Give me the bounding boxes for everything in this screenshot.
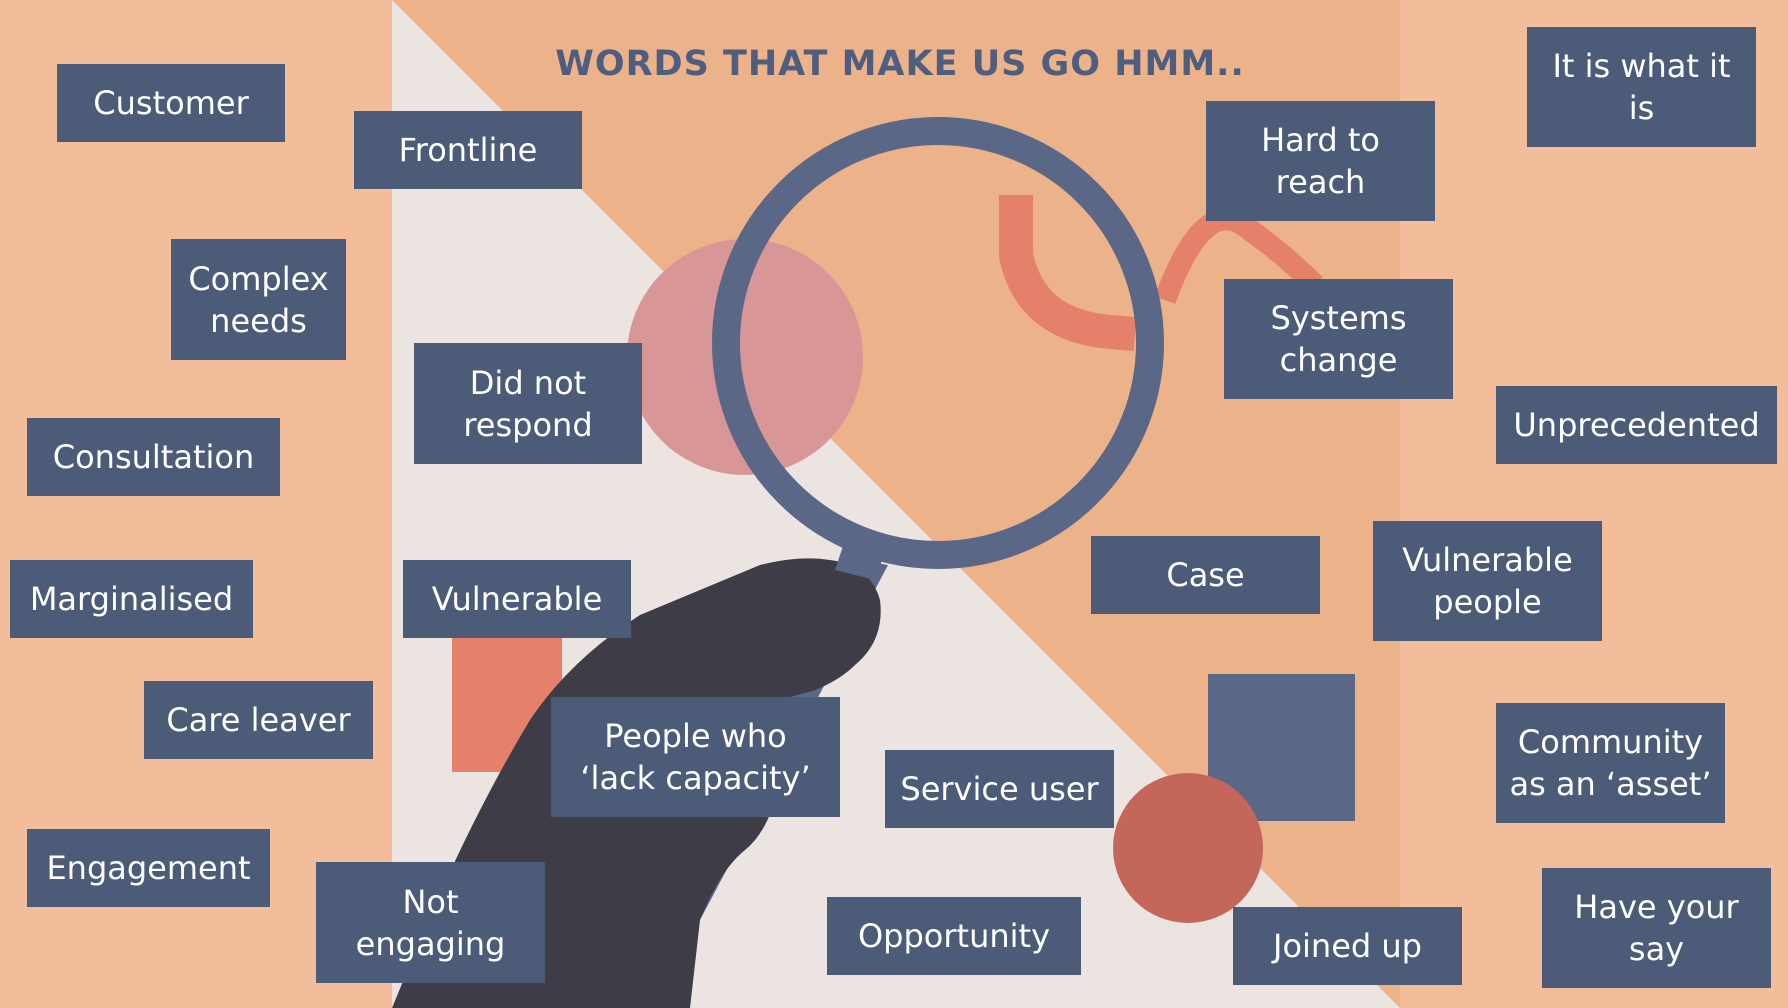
card-not-engaging: Not engaging bbox=[316, 862, 545, 983]
card-vulnerable-people: Vulnerable people bbox=[1373, 521, 1602, 641]
pink-circle bbox=[627, 239, 863, 475]
card-unprecedented: Unprecedented bbox=[1496, 386, 1777, 464]
card-hard-to-reach: Hard to reach bbox=[1206, 101, 1435, 221]
magnifier-neck bbox=[835, 540, 885, 580]
orange-wave bbox=[1154, 208, 1323, 304]
card-community-as-an-asset: Community as an ‘asset’ bbox=[1496, 703, 1725, 823]
card-care-leaver: Care leaver bbox=[144, 681, 373, 759]
card-joined-up: Joined up bbox=[1233, 907, 1462, 985]
card-case: Case bbox=[1091, 536, 1320, 614]
red-circle bbox=[1113, 773, 1263, 923]
card-frontline: Frontline bbox=[354, 111, 582, 189]
card-engagement: Engagement bbox=[27, 829, 270, 907]
card-consultation: Consultation bbox=[27, 418, 280, 496]
card-people-who-lack-capacity: People who ‘lack capacity’ bbox=[551, 697, 840, 817]
card-did-not-respond: Did not respond bbox=[414, 343, 642, 464]
card-complex-needs: Complex needs bbox=[171, 239, 346, 360]
magnifying-glass-icon bbox=[712, 117, 1164, 569]
peach-triangle bbox=[392, 0, 1400, 1008]
card-customer: Customer bbox=[57, 64, 285, 142]
card-marginalised: Marginalised bbox=[10, 560, 253, 638]
card-opportunity: Opportunity bbox=[827, 897, 1081, 975]
card-it-is-what-it-is: It is what it is bbox=[1527, 27, 1756, 147]
card-service-user: Service user bbox=[885, 750, 1114, 828]
card-systems-change: Systems change bbox=[1224, 279, 1453, 399]
orange-squiggle bbox=[999, 195, 1137, 351]
page-title: WORDS THAT MAKE US GO HMM.. bbox=[555, 44, 1245, 84]
card-vulnerable: Vulnerable bbox=[403, 560, 631, 638]
card-have-your-say: Have your say bbox=[1542, 868, 1771, 988]
